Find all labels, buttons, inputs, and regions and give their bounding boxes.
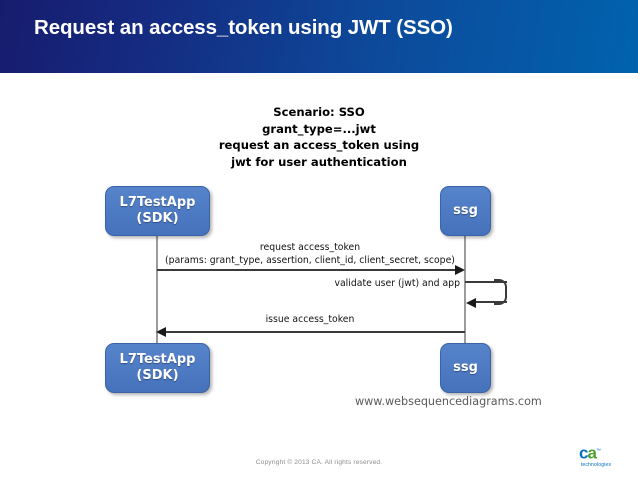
message-label-issue-access-token: issue access_token: [265, 314, 355, 325]
self-message-loop: [494, 279, 507, 305]
ca-logo-letter-c: c: [579, 443, 589, 463]
message-line-request-access-token: [157, 269, 457, 271]
slide-footer: Copyright © 2013 CA. All rights reserved…: [0, 438, 638, 479]
participant-l7testapp-top[interactable]: L7TestApp (SDK): [105, 186, 210, 236]
sequence-diagram: Scenario: SSO grant_type=...jwt request …: [0, 73, 638, 438]
self-message-line-bottom: [475, 301, 507, 303]
message-label-request-access-token: request access_token (params: grant_type…: [165, 242, 455, 266]
arrow-head-right-icon: [455, 265, 465, 275]
trademark-icon: ™: [595, 448, 601, 454]
copyright-text: Copyright © 2013 CA. All rights reserved…: [255, 459, 383, 466]
arrow-head-left-icon-return: [156, 327, 166, 337]
ca-logo-letter-a: a: [587, 443, 597, 463]
diagram-watermark: www.websequencediagrams.com: [355, 395, 542, 408]
self-message-line-top: [465, 281, 507, 283]
ca-logo-wordmark: ca™: [579, 442, 601, 463]
participant-l7testapp-bottom[interactable]: L7TestApp (SDK): [105, 343, 210, 393]
message-label-validate-user: validate user (jwt) and app: [334, 278, 460, 289]
slide-header-band: Request an access_token using JWT (SSO): [0, 0, 638, 73]
page-title: Request an access_token using JWT (SSO): [34, 16, 453, 39]
message-line-issue-access-token: [166, 331, 465, 333]
arrow-head-left-icon: [466, 298, 476, 308]
participant-ssg-top[interactable]: ssg: [440, 186, 491, 236]
participant-ssg-bottom[interactable]: ssg: [440, 343, 491, 393]
ca-logo-subtitle: technologies: [580, 462, 612, 468]
diagram-title: Scenario: SSO grant_type=...jwt request …: [218, 105, 420, 169]
lifeline-l7testapp: [156, 225, 158, 381]
lifeline-ssg: [464, 225, 466, 381]
ca-technologies-logo: ca™ technologies: [573, 442, 619, 472]
